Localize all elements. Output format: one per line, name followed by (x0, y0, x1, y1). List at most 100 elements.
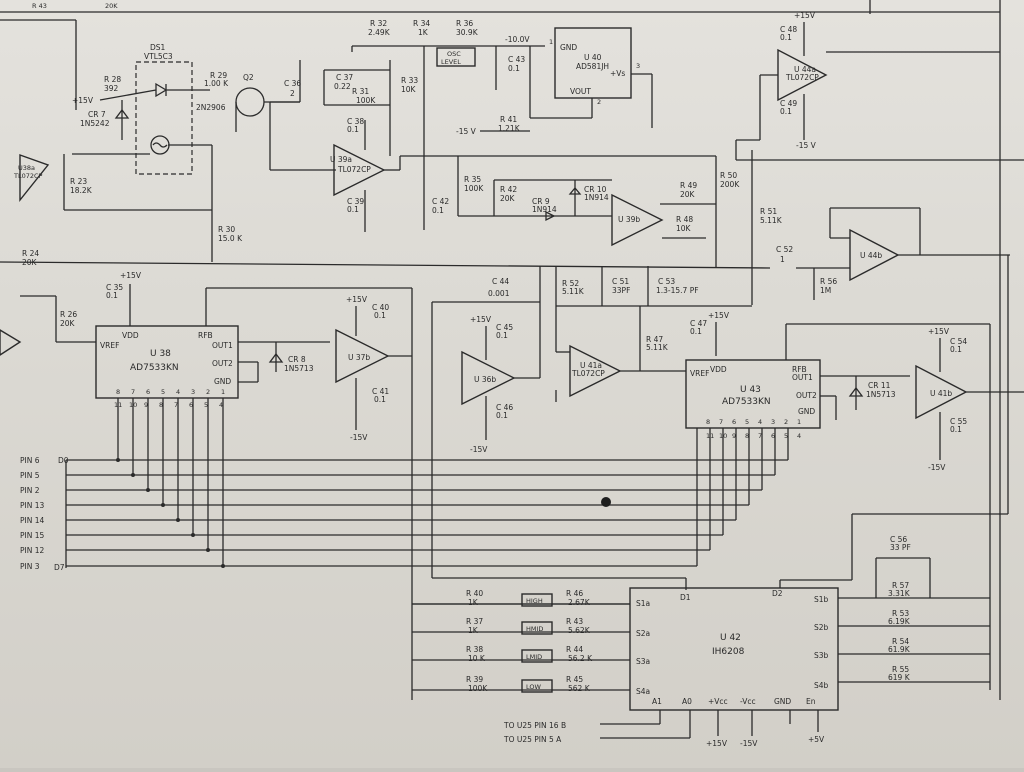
r56-ref: R 56 (820, 277, 837, 286)
cr9-part: 1N914 (532, 205, 557, 214)
u43-pin-top: 8 (706, 418, 710, 426)
neg15-u37: -15V (350, 433, 368, 442)
u43-out2: OUT2 (796, 391, 817, 400)
plus15-u37: +15V (346, 295, 368, 304)
u40-part: AD581JH (576, 62, 609, 71)
u41a-ref: U 41a (580, 361, 602, 370)
u40-vs: +Vs (610, 69, 625, 78)
r57-ref: R 57 (892, 581, 909, 590)
u42-s2b: S2b (814, 623, 829, 632)
plus15-u41: +15V (928, 327, 950, 336)
u38-pin-top: 2 (206, 388, 210, 396)
ds1-optocoupler: DS1 VTL5C3 (72, 43, 213, 262)
u39a-opamp: U 39a TL072CP (330, 143, 386, 197)
r29-value: 1.00 K (204, 79, 229, 88)
u37b-opamp: U 37b (335, 328, 390, 384)
u38a-ref: U38a (18, 164, 35, 172)
u44a-ref: U 44a (794, 65, 816, 74)
range-tag-box (521, 649, 553, 663)
c54-ref: C 54 (950, 337, 967, 346)
c51-ref: C 51 (612, 277, 629, 286)
u38-part: AD7533KN (130, 363, 179, 373)
u43-pin-bottom: 4 (797, 432, 801, 440)
r53-value: 6.19K (888, 617, 911, 626)
u38-pin-bottom: 4 (219, 401, 223, 409)
pin-label: PIN 2 (20, 486, 40, 495)
c39-value: 0.1 (347, 205, 359, 214)
u43-pin-top: 5 (745, 418, 749, 426)
cr8-ref: CR 8 (288, 355, 306, 364)
u43-pin-bottom: 9 (732, 432, 736, 440)
u38-out1: OUT1 (212, 341, 233, 350)
u42-s3a: S3a (636, 657, 650, 666)
r33-value: 10K (401, 85, 417, 94)
c45-ref: C 45 (496, 323, 513, 332)
c47-value: 0.1 (690, 327, 702, 336)
u43-pin-top: 3 (771, 418, 775, 426)
u43-pin-bottom: 8 (745, 432, 749, 440)
c41-ref: C 41 (372, 387, 389, 396)
u42-d1: D1 (680, 593, 691, 602)
u42-a0: A0 (682, 697, 692, 706)
pin-label: PIN 3 (20, 562, 40, 571)
r44-value: 56.2 K (568, 654, 593, 663)
u38-pin-top: 1 (221, 388, 225, 396)
r43b-ref: R 43 (566, 617, 583, 626)
u38-ref: U 38 (150, 349, 171, 359)
c40-value: 0.1 (374, 311, 386, 320)
u42-s1b: S1b (814, 595, 829, 604)
u40-pin1: 1 (549, 38, 553, 46)
u41a-part: TL072CP (571, 369, 605, 378)
r56-value: 1M (820, 286, 831, 295)
r40-value: 1K (468, 598, 479, 607)
c54-value: 0.1 (950, 345, 962, 354)
u38a-part: TL072CP (13, 172, 43, 180)
c39-ref: C 39 (347, 197, 364, 206)
r36-value: 30.9K (456, 28, 479, 37)
c38-value: 0.1 (347, 125, 359, 134)
u38-vref: VREF (100, 341, 119, 350)
r23-ref: R 23 (70, 177, 87, 186)
c36-ref: C 36 (284, 79, 301, 88)
r31-ref: R 31 (352, 87, 369, 96)
c49-ref: C 49 (780, 99, 797, 108)
u38-pin-top: 4 (176, 388, 180, 396)
c53-value: 1.3-15.7 PF (656, 286, 699, 295)
cr8-part: 1N5713 (284, 364, 314, 373)
u42-switch: U 42 IH6208 D1 D2 S1a S2a S3a S4a S1b S2… (629, 587, 839, 711)
r47-value: 5.11K (646, 343, 669, 352)
c37-value: 0.22 (334, 82, 351, 91)
u43-pin-top: 1 (797, 418, 801, 426)
r49-ref: R 49 (680, 181, 697, 190)
cr9-ref: CR 9 (532, 197, 550, 206)
pin-label: PIN 6 (20, 456, 40, 465)
r41-value: 1.21K (498, 124, 521, 133)
r39-ref: R 39 (466, 675, 483, 684)
c53-ref: C 53 (658, 277, 675, 286)
u38-pin-top: 8 (116, 388, 120, 396)
r40-ref: R 40 (466, 589, 483, 598)
led-icon (155, 82, 168, 98)
c55-ref: C 55 (950, 417, 967, 426)
r23-value: 18.2K (70, 186, 93, 195)
u40-gnd: GND (560, 43, 577, 52)
range-tag-box (521, 679, 553, 693)
pin-label: PIN 14 (20, 516, 45, 525)
c38-ref: C 38 (347, 117, 364, 126)
u42-s4b: S4b (814, 681, 829, 690)
cr10-ref: CR 10 (584, 185, 607, 194)
u42-s3b: S3b (814, 651, 829, 660)
r28-value: 392 (104, 84, 119, 93)
u36b-opamp: U 36b (461, 350, 516, 406)
u41b-ref: U 41b (930, 389, 952, 398)
u40-pin3: 3 (636, 62, 640, 70)
u38-pin-bottom: 7 (174, 401, 178, 409)
range-tag: HIGH (526, 597, 543, 605)
r35-value: 100K (464, 184, 484, 193)
c36-value: 2 (290, 89, 295, 98)
u42-a1: A1 (652, 697, 662, 706)
